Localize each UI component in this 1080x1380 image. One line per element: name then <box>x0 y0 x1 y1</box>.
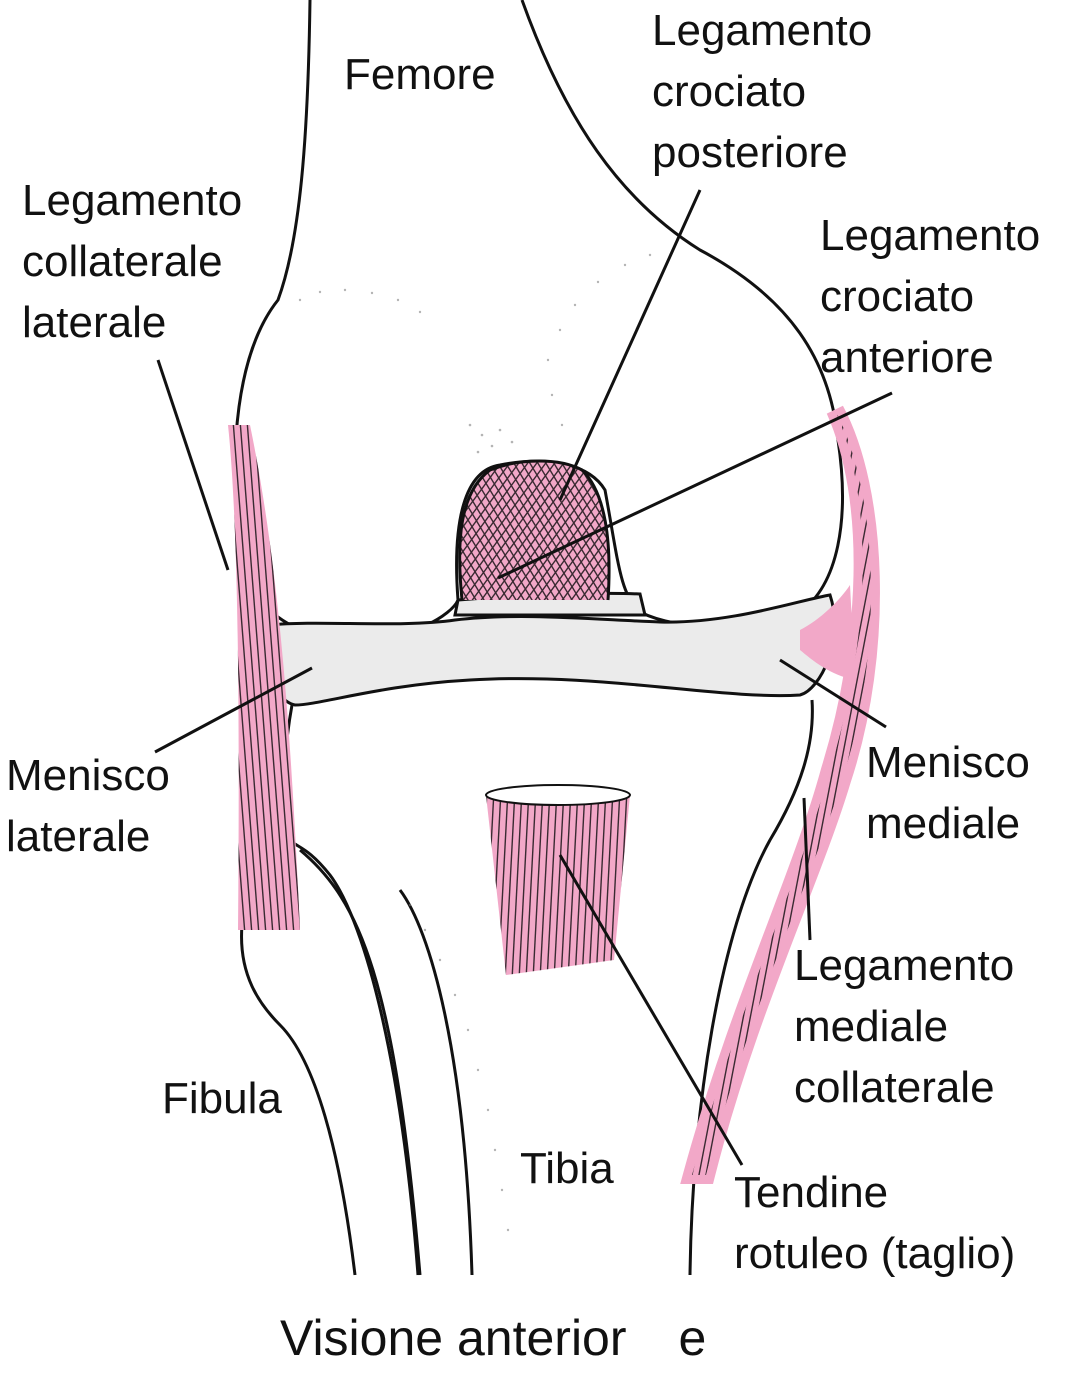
ligament-fibre <box>503 461 595 600</box>
ligament-fibre <box>532 795 544 975</box>
leader-acl <box>497 391 893 580</box>
ligament-fibre <box>470 790 480 980</box>
ligament-fibre <box>459 461 523 600</box>
ligament-fibre <box>553 795 565 975</box>
ligament-fibre <box>588 795 600 975</box>
caption-main: Visione anterior <box>280 1310 627 1366</box>
ligament-fibre <box>554 461 610 600</box>
ligament-fibre <box>239 425 281 930</box>
ligament-fibre <box>581 795 593 975</box>
ligament-fibre <box>575 461 610 600</box>
ligament-fibre <box>459 461 567 600</box>
ligament-fibre <box>581 461 610 600</box>
ligament-fibre <box>504 795 516 975</box>
ligament-fibre <box>459 461 558 600</box>
ligament-fibre <box>459 461 522 600</box>
ligament-fibre <box>463 461 555 600</box>
ligament-fibre <box>459 461 531 600</box>
ligament-fibre <box>491 461 603 600</box>
ligament-fibre <box>511 795 523 975</box>
cruciate-ligaments <box>458 459 611 601</box>
caption-tail: e <box>678 1310 707 1366</box>
ligament-fibre <box>518 795 530 975</box>
ligament-fibre <box>609 795 621 975</box>
fibula-bone <box>240 848 422 1276</box>
label-fibula: Fibula <box>162 1074 282 1123</box>
leader-lateral-meniscus <box>154 666 313 754</box>
ligament-fibre <box>572 461 610 600</box>
ligament-fibre <box>525 795 537 975</box>
ligament-fibre <box>535 461 610 600</box>
ligament-fibre <box>482 461 594 600</box>
ligament-fibre <box>527 461 610 600</box>
ligament-fibre <box>567 795 579 975</box>
ligament-fibre <box>459 461 531 600</box>
leader-pcl <box>558 189 702 501</box>
ligament-fibre <box>539 795 551 975</box>
leader-lcl <box>156 359 230 571</box>
ligament-fibre <box>486 795 488 975</box>
leader-mcl <box>802 797 812 941</box>
ligament-fibre <box>595 795 607 975</box>
label-femur: Femore <box>344 50 496 99</box>
ligament-fibre <box>459 461 513 600</box>
leader-medial-meniscus <box>779 658 887 729</box>
ligament-fibre <box>459 461 540 600</box>
ligament-fibre <box>246 425 288 930</box>
ligament-fibre <box>563 461 610 600</box>
caption: Visione anterior e <box>280 1308 706 1368</box>
ligament-fibre <box>574 795 586 975</box>
ligament-fibre <box>560 795 572 975</box>
ligament-fibre <box>459 461 549 600</box>
ligament-fibre <box>527 461 610 600</box>
ligament-fibre <box>545 461 610 600</box>
leader-lines <box>154 189 893 1166</box>
ligament-fibre <box>511 461 603 600</box>
ligament-fibre <box>459 461 483 600</box>
ligament-fibre <box>518 461 610 600</box>
tibia-shading <box>408 903 510 1232</box>
ligament-fibre <box>546 795 558 975</box>
ligament-fibre <box>232 425 274 930</box>
leader-patellar-tendon <box>558 854 744 1166</box>
ligament-fibre <box>228 425 260 930</box>
ligament-fibre <box>602 795 614 975</box>
ligament-fibre <box>459 461 504 600</box>
ligament-fibre <box>459 461 515 600</box>
patellar-tendon-cut <box>470 784 631 980</box>
label-tibia: Tibia <box>520 1144 614 1193</box>
ligament-fibre <box>253 425 295 930</box>
femur-shading <box>298 253 652 454</box>
ligament-fibre <box>464 461 576 600</box>
